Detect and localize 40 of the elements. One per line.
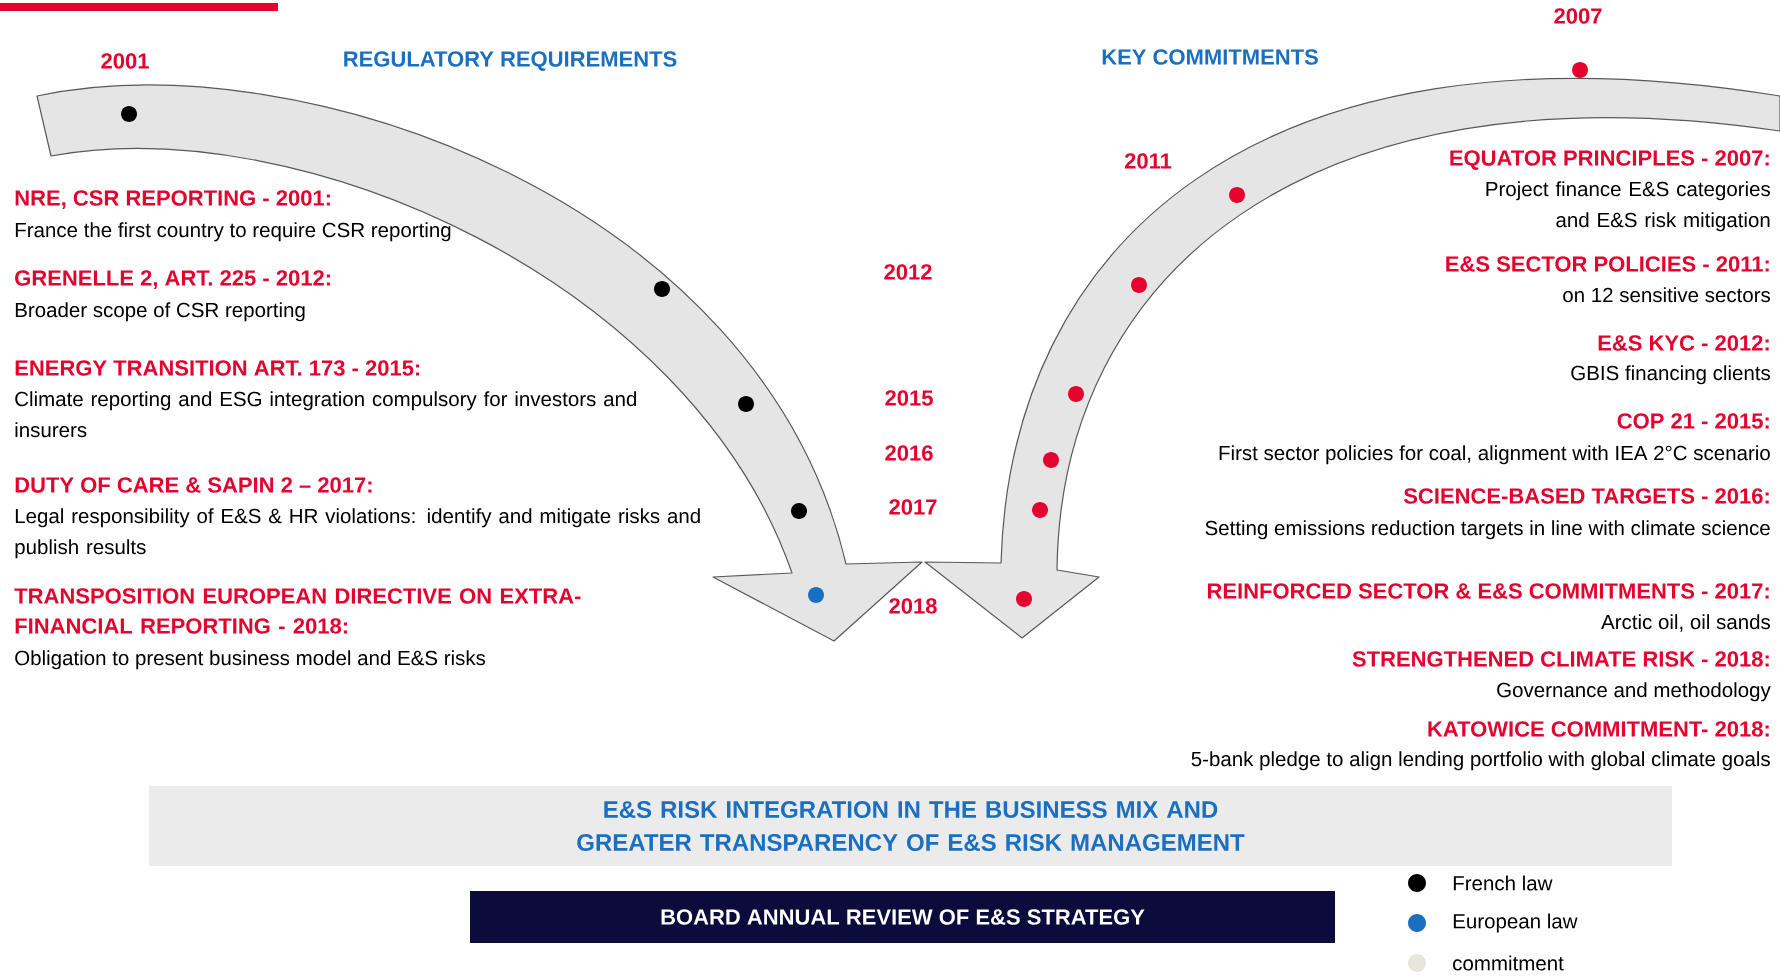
heading: STRENGTHENED CLIMATE RISK - 2018: (1352, 651, 1769, 667)
section-title: REGULATORY REQUIREMENTS (344, 51, 677, 71)
year-label: 2017 (889, 499, 937, 515)
year-label: 2001 (101, 53, 149, 69)
heading: ENERGY TRANSITION ART. 173 - 2015: (15, 360, 420, 376)
heading: E&S KYC - 2012: (1598, 335, 1769, 351)
heading: DUTY OF CARE & SAPIN 2 – 2017: (15, 477, 372, 493)
year-label: 2012 (884, 264, 932, 280)
description-text: Climate reporting and ESG integration compulsory for investors and insurers (15, 391, 637, 438)
year-label: 2007 (1554, 8, 1602, 24)
description-text: Governance and methodology (1497, 682, 1771, 702)
description-text: Broader scope of CSR reporting (15, 302, 305, 322)
heading: EQUATOR PRINCIPLES - 2007: (1450, 150, 1769, 170)
title-box: BOARD ANNUAL REVIEW OF E&S STRATEGY (470, 891, 1335, 943)
heading: KATOWICE COMMITMENT- 2018: (1428, 721, 1769, 737)
description-text: France the first country to require CSR reporting (15, 222, 451, 242)
description-text: Project finance E&S categories and E&S risk mitigation (1486, 181, 1770, 232)
legend-label: European law (1453, 913, 1578, 933)
year-label: 2016 (885, 445, 933, 461)
description-text: Arctic oil, oil sands (1601, 614, 1771, 632)
description-text: Setting emissions reduction targets in line with climate science (1205, 520, 1770, 540)
year-label: 2011 (1124, 153, 1172, 169)
heading: E&S SECTOR POLICIES - 2011: (1446, 256, 1769, 272)
heading: REINFORCED SECTOR & E&S COMMITMENTS - 2017: (1207, 583, 1769, 599)
banner-box: E&S RISK INTEGRATION IN THE BUSINESS MIX AND GREATER TRANSPARENCY OF E&S RISK MANAGEMENT (149, 786, 1672, 866)
heading: GRENELLE 2, ART. 225 - 2012: (15, 270, 330, 289)
heading: COP 21 - 2015: (1617, 413, 1769, 429)
legend-label: commitment (1453, 955, 1564, 971)
heading: TRANSPOSITION EUROPEAN DIRECTIVE ON EXTRA-FINANCIAL REPORTING - 2018: (14, 588, 581, 634)
description-text: GBIS financing clients (1571, 365, 1771, 385)
heading: SCIENCE-BASED TARGETS - 2016: (1403, 488, 1769, 504)
description-text: Obligation to present business model and E&S risks (15, 650, 486, 670)
description-text: on 12 sensitive sectors (1563, 287, 1771, 303)
description-text: First sector policies for coal, alignment with IEA 2°C scenario (1219, 445, 1770, 465)
year-label: 2015 (885, 390, 933, 406)
description-text: Legal responsibility of E&S & HR violations: identify and mitigate risks and publish results (15, 508, 700, 559)
year-label: 2018 (889, 598, 937, 614)
section-title: KEY COMMITMENTS (1102, 49, 1318, 65)
heading: NRE, CSR REPORTING - 2001: (15, 190, 330, 209)
legend-label: French law (1453, 875, 1553, 891)
